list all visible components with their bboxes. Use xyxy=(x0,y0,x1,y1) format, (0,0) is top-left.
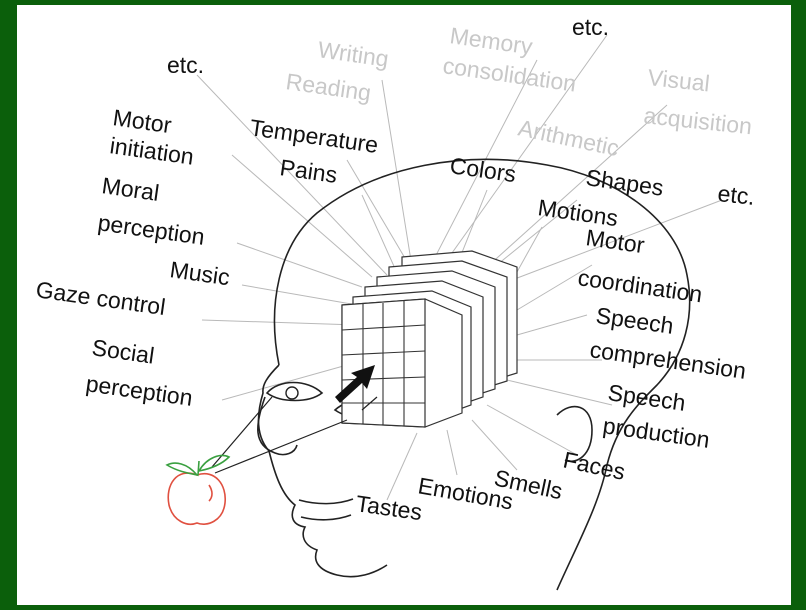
label-reading: Reading xyxy=(284,68,372,106)
label-speech-production: production xyxy=(601,412,711,453)
sight-line xyxy=(212,397,272,467)
label-etc: etc. xyxy=(716,180,756,210)
label-speech-comprehension: Speech xyxy=(594,302,675,339)
label-motor-coordination: Motor xyxy=(584,224,646,258)
label-visual: Visual xyxy=(646,64,711,96)
label-speech-comprehension: comprehension xyxy=(588,336,747,384)
label-consolidation: consolidation xyxy=(441,52,578,96)
label-social-perception: Social xyxy=(90,334,156,368)
mouth xyxy=(299,499,353,520)
label-moral-perception: Moral xyxy=(100,172,161,206)
label-speech-production: Speech xyxy=(606,379,687,416)
label-tastes: Tastes xyxy=(354,490,423,525)
sight-line xyxy=(215,420,347,473)
label-music: Music xyxy=(168,256,231,290)
label-temperature: Temperature xyxy=(248,114,379,158)
label-motor-coordination: coordination xyxy=(576,264,704,307)
label-etc: etc. xyxy=(167,52,204,78)
nose xyxy=(258,397,297,455)
label-acquisition: acquisition xyxy=(642,102,753,139)
label-faces: Faces xyxy=(561,446,628,484)
label-writing: Writing xyxy=(316,36,390,72)
module-cube xyxy=(342,251,517,427)
label-moral-perception: perception xyxy=(96,209,206,250)
label-social-perception: perception xyxy=(84,370,194,411)
label-arithmetic: Arithmetic xyxy=(516,114,621,161)
label-pains: Pains xyxy=(278,154,339,188)
label-shapes: Shapes xyxy=(584,164,665,201)
diagram-panel: etc. Writing Reading Memory consolidatio… xyxy=(17,5,791,605)
label-etc: etc. xyxy=(572,14,609,40)
label-motor-initiation: initiation xyxy=(108,132,195,169)
label-colors: Colors xyxy=(448,152,517,187)
label-motions: Motions xyxy=(536,194,619,231)
apple-icon xyxy=(167,456,229,525)
brain-modules-diagram: etc. Writing Reading Memory consolidatio… xyxy=(17,5,791,605)
label-gaze-control: Gaze control xyxy=(34,276,167,320)
